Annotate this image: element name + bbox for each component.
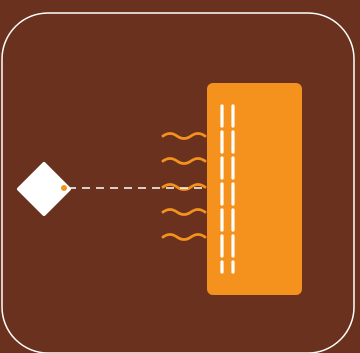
- diamond-tag-dot: [61, 185, 67, 191]
- heat-wave-line-4: [161, 208, 207, 216]
- diamond-tag-shape: [17, 162, 71, 216]
- wavy-lines-group: [161, 132, 207, 241]
- heat-wave-line-3: [161, 183, 207, 191]
- heat-wave-line-1: [161, 132, 207, 140]
- heat-wave-line-2: [161, 157, 207, 165]
- heat-wave-line-5: [161, 233, 207, 241]
- diamond-tag: [17, 162, 71, 216]
- rounded-frame: [1, 12, 355, 353]
- orange-panel: [207, 83, 302, 295]
